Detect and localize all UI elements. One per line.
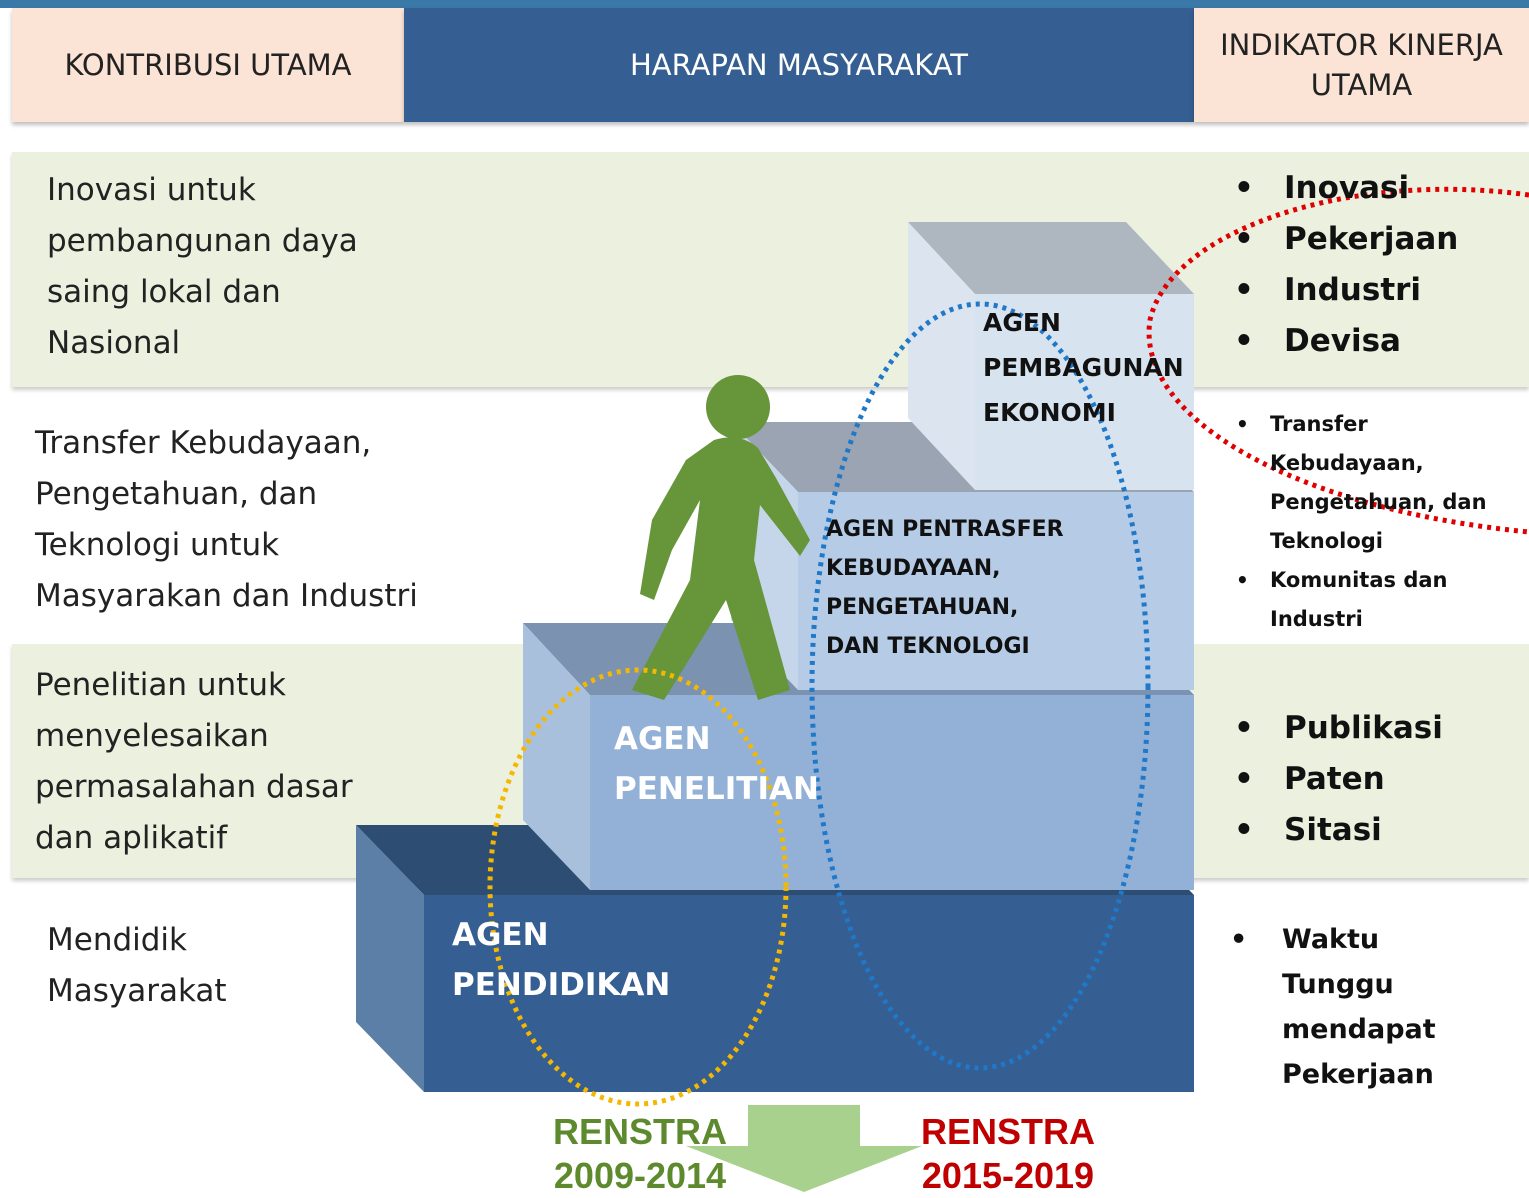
step2-side — [523, 623, 590, 890]
top-accent-bar — [0, 0, 1529, 8]
header-harapan: HARAPAN MASYARAKAT — [404, 8, 1194, 122]
contribution-row2: Transfer Kebudayaan,Pengetahuan, dan Tek… — [35, 425, 418, 614]
indicators-row1: InovasiPekerjaan IndustriDevisa — [1226, 163, 1458, 367]
step1-side — [356, 825, 424, 1092]
indicators-row2: Transfer Kebudayaan, Pengetahuan, dan Te… — [1224, 405, 1514, 639]
step4-side — [908, 222, 975, 490]
step4-top — [908, 222, 1194, 294]
walking-person-icon — [632, 375, 810, 700]
down-arrow-icon — [686, 1105, 922, 1192]
ellipse-future — [1146, 186, 1529, 535]
step3-front — [798, 492, 1194, 690]
ellipse-renstra-2015 — [809, 301, 1151, 1071]
ellipse-renstra-2009 — [487, 667, 789, 1107]
header-kontribusi: KONTRIBUSI UTAMA — [12, 8, 404, 122]
step4-front — [975, 294, 1194, 490]
step2-front — [590, 695, 1194, 890]
step1-front — [424, 895, 1194, 1092]
indicators-row3: PublikasiPatenSitasi — [1226, 703, 1443, 856]
